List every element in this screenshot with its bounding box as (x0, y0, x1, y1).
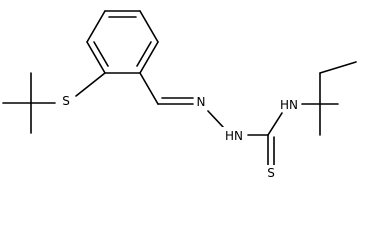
amine-nh-label: HN (280, 98, 298, 112)
c-c-bond (139, 72, 159, 105)
sulfur-atom-label: S (62, 94, 70, 108)
atom-labels: S N HN HN S (60, 92, 301, 181)
ring-bond (86, 10, 106, 43)
c-n-bond (267, 112, 283, 136)
hydrazine-nh-label: HN (225, 129, 243, 143)
chemical-structure: S N HN HN S (2, 10, 357, 181)
thione-sulfur-label: S (267, 166, 275, 180)
ring-bond (86, 41, 106, 74)
amyl-ethyl-bond (319, 61, 357, 74)
ring-double-bond (93, 41, 109, 67)
atom-label-background (60, 92, 72, 108)
ring-bond (139, 41, 159, 74)
ring-double-bond (136, 41, 152, 67)
atom-label-background (277, 96, 301, 112)
atom-label-background (195, 93, 207, 109)
bonds (2, 10, 357, 167)
atom-label-background (265, 165, 277, 181)
ring-bond (139, 10, 159, 43)
n-n-bond (207, 110, 225, 129)
atom-label-background (222, 127, 246, 143)
imine-nitrogen-label: N (197, 95, 206, 109)
c-s-bond (75, 72, 106, 97)
